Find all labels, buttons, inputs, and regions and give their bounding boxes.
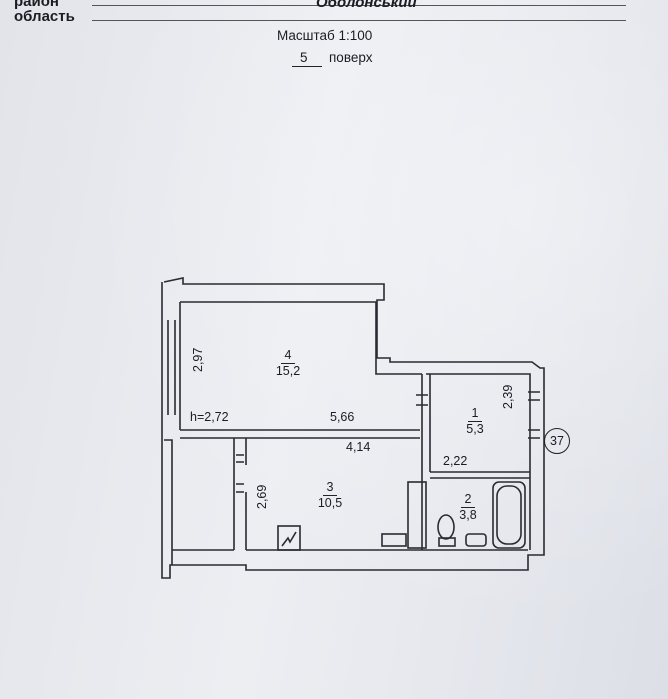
room-number: 3	[323, 480, 337, 496]
dimension-566: 5,66	[330, 410, 355, 424]
district-underline	[92, 5, 626, 6]
room-number: 1	[468, 406, 482, 422]
room-area: 10,5	[317, 496, 343, 510]
shower-stall	[407, 481, 427, 549]
outer-wall	[161, 277, 545, 579]
dimension-239: 2,39	[501, 384, 515, 409]
district-label: район	[14, 0, 59, 10]
room-4-label: 4 15,2	[268, 348, 308, 379]
room-area: 15,2	[275, 364, 301, 378]
floor-number-underline	[292, 66, 322, 67]
room-area: 5,3	[466, 422, 484, 436]
room-2-label: 2 3,8	[448, 492, 488, 523]
room-number: 4	[281, 348, 295, 364]
partition-1	[421, 374, 431, 550]
dimension-414: 4,14	[346, 440, 371, 454]
dimension-297: 2,97	[191, 347, 205, 372]
floor-word: поверх	[329, 50, 373, 65]
room-number: 2	[461, 492, 475, 508]
window-right	[528, 391, 540, 439]
scale-label: Масштаб 1:100	[277, 28, 373, 43]
dimension-222: 2,22	[443, 454, 468, 468]
partition-4-3	[180, 429, 420, 439]
room-1-label: 1 5,3	[455, 406, 495, 437]
floor-number: 5	[300, 50, 308, 65]
bathtub	[492, 481, 526, 549]
region-label: область	[14, 8, 75, 25]
ceiling-height: h=2,72	[190, 410, 229, 424]
electric-panel	[277, 525, 301, 551]
door-ticks	[236, 394, 428, 493]
room-3-label: 3 10,5	[310, 480, 350, 511]
outer-wall-inner	[172, 301, 531, 551]
sink	[465, 533, 487, 547]
region-underline	[92, 20, 626, 21]
balcony-wall	[164, 439, 173, 565]
stove	[381, 533, 407, 547]
apartment-number: 37	[544, 428, 570, 454]
dimension-269: 2,69	[255, 484, 269, 509]
district-value: Оболонський	[316, 0, 417, 11]
partition-bath	[430, 471, 530, 479]
partition-3-left	[233, 438, 247, 550]
window-left	[167, 320, 176, 415]
room-area: 3,8	[459, 508, 477, 522]
toilet	[437, 514, 455, 540]
